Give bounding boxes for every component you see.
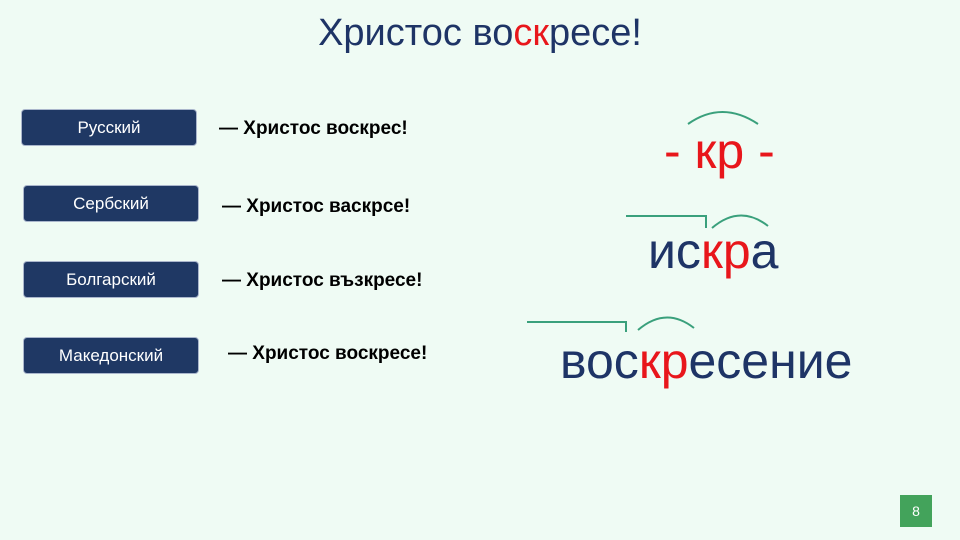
iskra-ending: а (750, 223, 779, 279)
prefix-mark-voskresenie (527, 321, 627, 332)
lang-label: Русский (77, 117, 141, 137)
root-kr-text: кр (694, 123, 745, 179)
voskresenie-suffix: есение (688, 333, 853, 389)
word-iskra: искра (648, 222, 778, 280)
page-number-badge: 8 (900, 495, 932, 527)
iskra-root: кр (700, 223, 751, 279)
lang-button-serbian[interactable]: Сербский (23, 185, 199, 222)
root-arc-kr (687, 111, 759, 125)
phrase-russian: — Христос воскрес! (219, 118, 408, 139)
slide-title: Христос воскресе! (0, 12, 960, 55)
lang-label: Македонский (58, 345, 164, 365)
lang-button-macedonian[interactable]: Македонский (23, 337, 199, 374)
root-arc-iskra (711, 214, 769, 229)
root-dash-right: - (744, 123, 775, 179)
title-highlight: ск (513, 12, 549, 54)
page-number: 8 (912, 503, 920, 519)
lang-label: Сербский (73, 193, 149, 213)
lang-button-bulgarian[interactable]: Болгарский (23, 261, 199, 298)
iskra-prefix: ис (648, 223, 701, 279)
word-voskresenie: воскресение (560, 332, 852, 390)
voskresenie-prefix: вос (560, 333, 639, 389)
phrase-serbian: — Христос васкрсе! (222, 196, 411, 217)
phrase-macedonian: — Христос воскресе! (228, 343, 428, 364)
lang-button-russian[interactable]: Русский (21, 109, 197, 146)
root-arc-voskresenie (637, 316, 695, 331)
title-part-1: Христос во (318, 12, 514, 54)
root-kr: - кр - (664, 122, 775, 180)
phrase-bulgarian: — Христос възкресе! (222, 270, 423, 291)
title-part-3: ресе! (548, 12, 642, 54)
prefix-mark-iskra (626, 215, 707, 228)
lang-label: Болгарский (66, 269, 156, 289)
root-dash-left: - (664, 123, 695, 179)
voskresenie-root: кр (638, 333, 689, 389)
